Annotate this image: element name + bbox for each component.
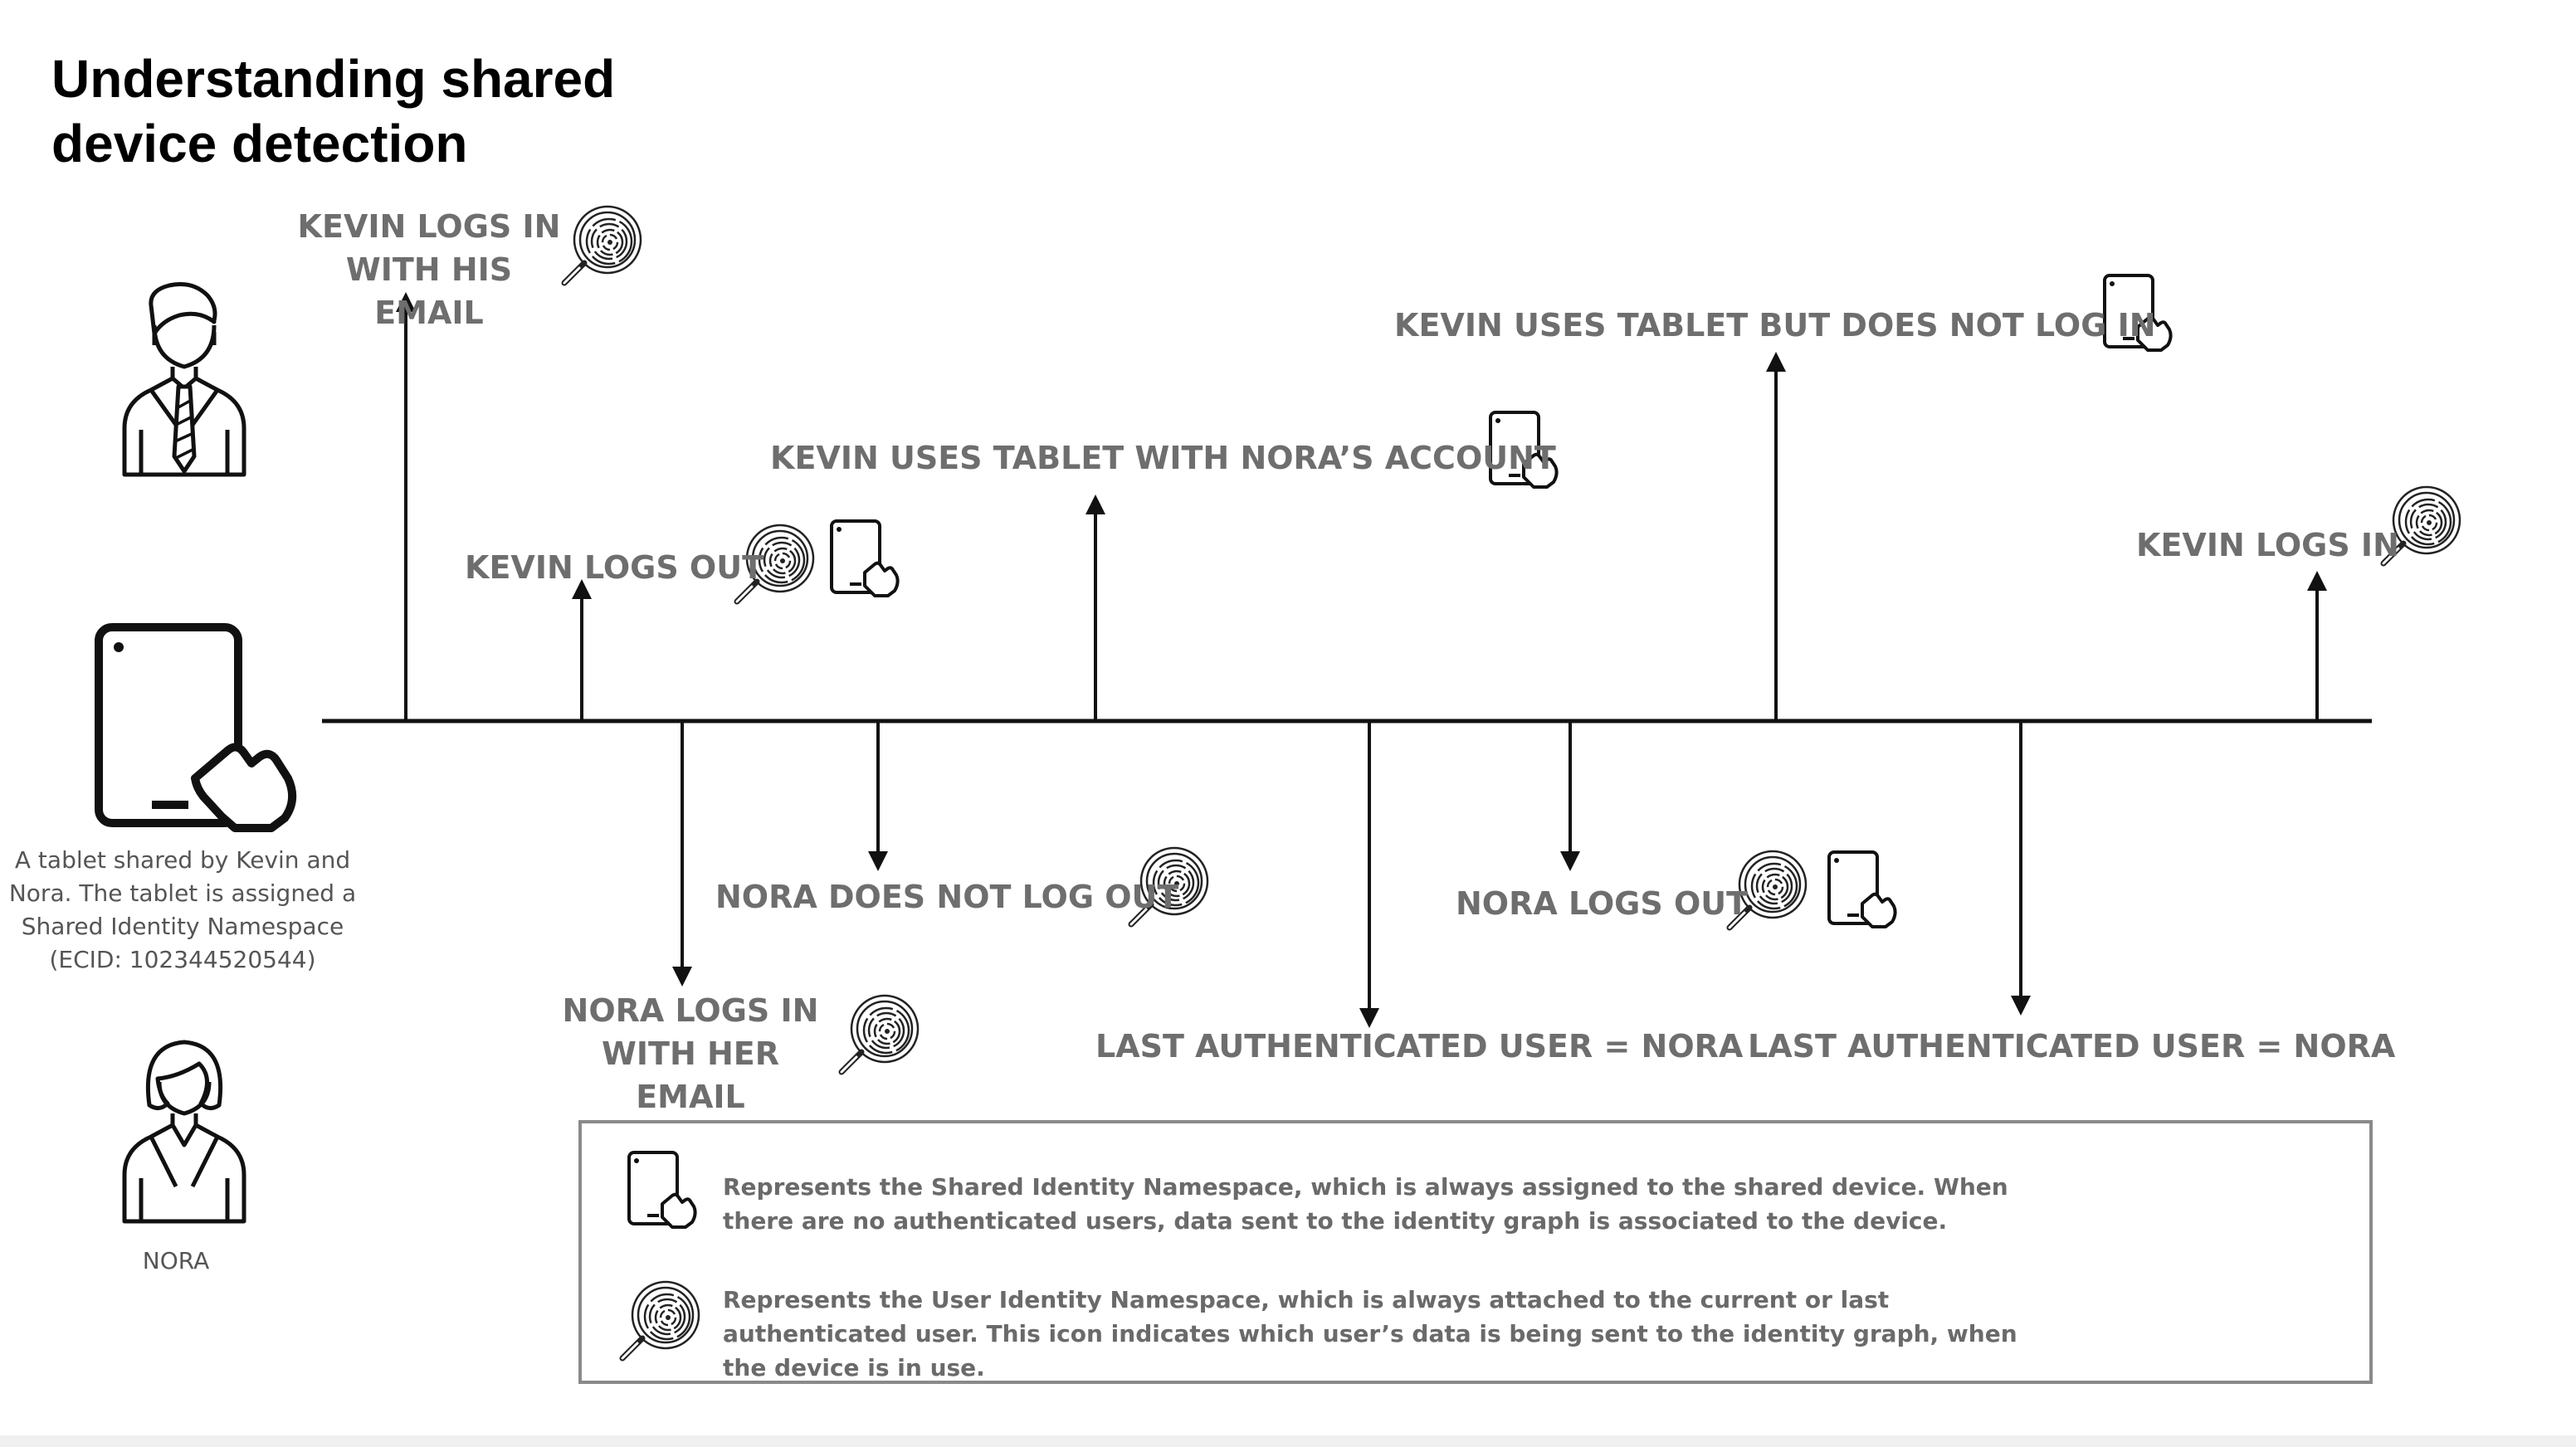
event-nora-logs-out: NORA LOGS OUT [1456, 885, 1749, 922]
event-nora-logs-in-email: NORA LOGS IN WITH HER EMAIL [562, 992, 819, 1115]
fingerprint-icon [842, 996, 918, 1072]
person-male-icon [122, 282, 246, 477]
event-kevin-logs-in-email: KEVIN LOGS IN WITH HIS EMAIL [297, 208, 561, 331]
tablet-touch-icon [1827, 850, 1897, 928]
event-last-auth-1: LAST AUTHENTICATED USER = NORA [1095, 1028, 1744, 1065]
tablet-caption: A tablet shared by Kevin and Nora. The t… [8, 846, 357, 973]
fingerprint-icon [615, 1273, 706, 1364]
tablet-touch-icon [830, 519, 900, 597]
event-last-auth-2: LAST AUTHENTICATED USER = NORA [1748, 1028, 2396, 1065]
tablet-touch-icon [627, 1151, 697, 1229]
person-female-icon [122, 1040, 246, 1224]
legend-box: Represents the Shared Identity Namespace… [578, 1120, 2373, 1384]
legend-user-namespace: Represents the User Identity Namespace, … [723, 1286, 2017, 1381]
legend-shared-namespace: Represents the Shared Identity Namespace… [723, 1173, 2008, 1235]
page-title: Understanding shared device detection [51, 49, 616, 173]
person-bottom-label: NORA [142, 1247, 210, 1274]
event-kevin-tablet-nora-account: KEVIN USES TABLET WITH NORA’S ACCOUNT [770, 440, 1556, 476]
event-kevin-logs-out: KEVIN LOGS OUT [465, 549, 764, 586]
event-nora-not-log-out: NORA DOES NOT LOG OUT [715, 879, 1179, 915]
event-kevin-logs-in: KEVIN LOGS IN [2136, 527, 2399, 563]
event-kevin-tablet-no-login: KEVIN USES TABLET BUT DOES NOT LOG IN [1394, 307, 2156, 343]
fingerprint-icon [564, 207, 641, 283]
shared-tablet-icon [95, 623, 297, 832]
